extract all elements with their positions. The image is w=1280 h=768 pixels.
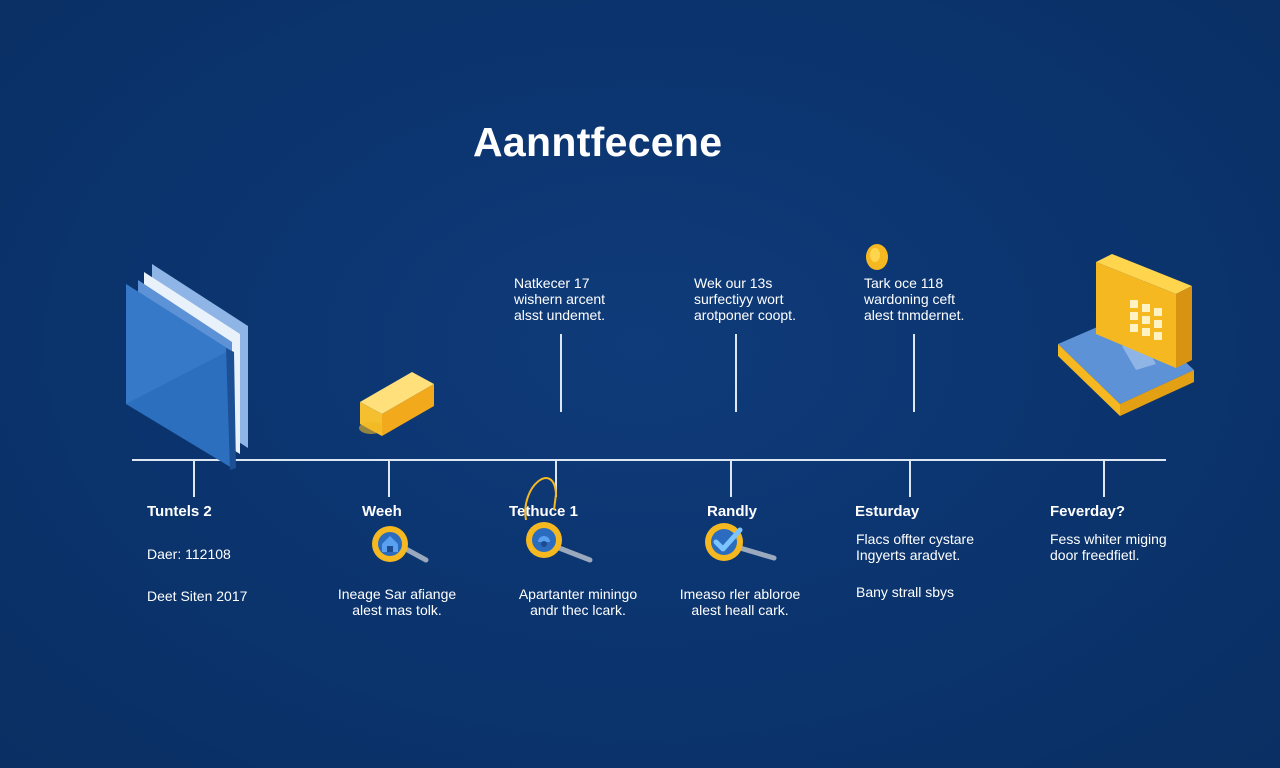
top-note-line: wishern arcent — [514, 291, 606, 307]
top-note-line: alsst undemet. — [514, 307, 606, 323]
stage-text-line: alest mas tolk. — [352, 602, 442, 618]
timeline-tick — [555, 461, 557, 497]
timeline-tick — [730, 461, 732, 497]
timeline-tick — [909, 461, 911, 497]
top-note-connector — [735, 334, 737, 412]
stage-text-2a: Ineage Sar afiange alest mas tolk. — [330, 586, 464, 618]
check-key-icon — [705, 523, 777, 561]
top-note-connector — [560, 334, 562, 412]
coin-icon — [866, 244, 888, 270]
eraser-icon — [359, 372, 434, 436]
top-note-line: surfectiyy wort — [694, 291, 784, 307]
top-note-line: wardoning ceft — [864, 291, 956, 307]
house-key-icon — [372, 526, 429, 563]
top-note-line: Wek our 13s — [694, 275, 773, 291]
stage-text-line: Bany strall sbys — [856, 584, 955, 600]
stage-label-6: Feverday? — [1050, 503, 1126, 520]
stage-text-line: andr thec lcark. — [530, 602, 626, 618]
lock-key-icon — [524, 477, 593, 563]
top-note-line: arotponer coopt. — [694, 307, 796, 323]
stage-text-line: Ingyerts aradvet. — [856, 547, 961, 563]
stage-text-line: Apartanter miningo — [518, 586, 638, 602]
top-note-2: Wek our 13s surfectiyy wort arotponer co… — [694, 275, 796, 323]
top-note-line: alest tnmdernet. — [864, 307, 965, 323]
stage-text-4a: Imeaso rler abloroe alest heall cark. — [675, 586, 805, 618]
folder-icon — [126, 264, 248, 470]
top-note-3: Tark oce 118 wardoning ceft alest tnmder… — [864, 275, 964, 323]
stage-label-4: Randly — [707, 503, 758, 520]
stage-text-line: door freedfietl. — [1050, 547, 1140, 563]
diagram-title: Aanntfecene — [473, 119, 723, 165]
top-note-line: Natkecer 17 — [514, 275, 590, 291]
stage-label-5: Esturday — [855, 503, 920, 520]
timeline-tick — [193, 461, 195, 497]
timeline-tick — [1103, 461, 1105, 497]
stage-text-1a: Daer: 112108 — [147, 546, 231, 562]
stage-label-1: Tuntels 2 — [147, 503, 212, 520]
stage-text-line: Fess whiter miging — [1050, 531, 1167, 547]
stage-text-5a: Flacs offter cystare Ingyerts aradvet. — [856, 531, 974, 563]
stage-text-6a: Fess whiter miging door freedfietl. — [1050, 531, 1167, 563]
timeline-tick — [388, 461, 390, 497]
stage-text-3a: Apartanter miningo andr thec lcark. — [513, 586, 643, 618]
stage-text-line: Imeaso rler abloroe — [679, 586, 801, 602]
stage-text-1b: Deet Siten 2017 — [147, 588, 247, 604]
top-note-connector — [913, 334, 915, 412]
stage-text-line: Daer: 112108 — [147, 546, 231, 562]
stage-text-line: Ineage Sar afiange — [337, 586, 457, 602]
timeline-axis — [132, 459, 1166, 461]
stage-text-line: Deet Siten 2017 — [147, 588, 248, 604]
top-note-1: Natkecer 17 wishern arcent alsst undemet… — [514, 275, 605, 323]
stage-text-5b: Bany strall sbys — [856, 584, 954, 600]
stage-label-2: Weeh — [362, 503, 402, 520]
computer-icon — [1058, 254, 1194, 416]
top-note-line: Tark oce 118 — [864, 275, 944, 291]
stage-text-line: alest heall cark. — [691, 602, 789, 618]
stage-text-line: Flacs offter cystare — [856, 531, 975, 547]
